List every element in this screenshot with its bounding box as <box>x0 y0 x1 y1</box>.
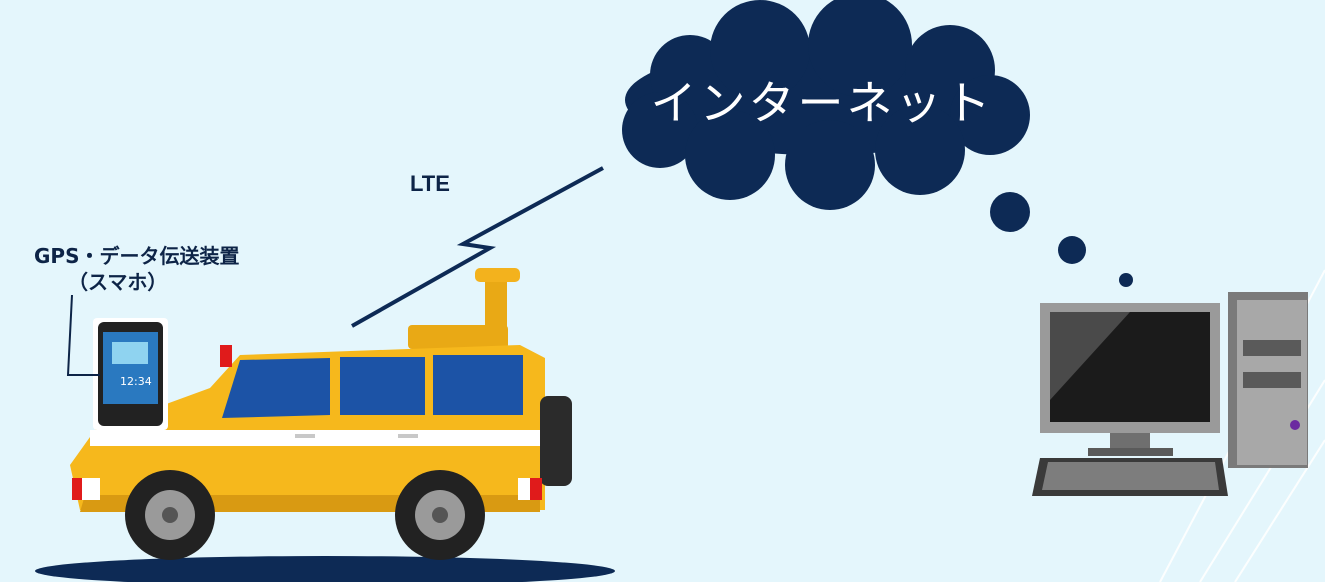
device-label: GPS・データ伝送装置 （スマホ） <box>34 243 324 295</box>
ground-shadow <box>35 556 615 582</box>
lte-link <box>351 166 604 328</box>
phone-clock: 12:34 <box>120 375 152 388</box>
patrol-vehicle <box>70 268 572 560</box>
device-label-line1: GPS・データ伝送装置 <box>34 244 240 268</box>
label-leader-line <box>66 294 100 376</box>
desktop-computer-icon <box>1032 292 1308 496</box>
thought-bubble-large <box>990 192 1030 232</box>
device-label-line2: （スマホ） <box>68 270 168 294</box>
internet-cloud <box>622 0 1030 210</box>
smartphone-icon: 12:34 <box>93 318 168 430</box>
lte-label: LTE <box>410 171 450 196</box>
thought-bubble-medium <box>1058 236 1086 264</box>
thought-bubble-small <box>1119 273 1133 287</box>
cloud-label: インターネット <box>650 76 994 130</box>
